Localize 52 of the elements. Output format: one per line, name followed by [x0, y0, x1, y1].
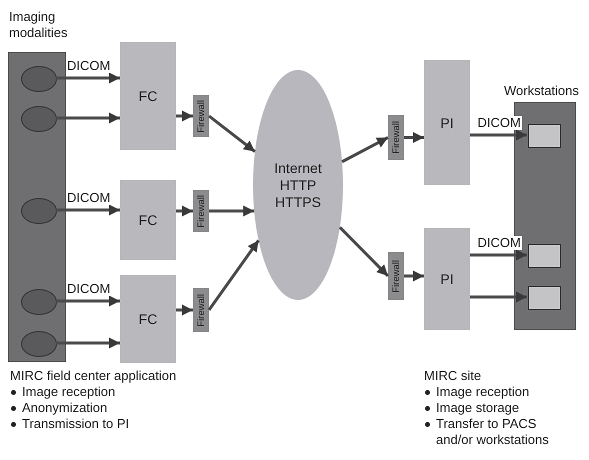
firewall-box: Firewall [388, 252, 404, 300]
arrow [404, 270, 424, 282]
panel-heading: Imaging modalities [9, 9, 69, 41]
arrow [56, 112, 120, 124]
server-box: PI [424, 60, 470, 185]
field-center-box: FC [120, 180, 176, 260]
arrow [176, 110, 193, 122]
note-heading: MIRC field center application [10, 368, 176, 384]
firewall-box: Firewall [388, 115, 404, 160]
firewall-box: Firewall [193, 95, 209, 137]
workstation-screen [528, 124, 561, 148]
workstation-screen [528, 244, 561, 268]
arrow [341, 136, 389, 164]
bullet-text: Transfer to PACS and/or workstations [436, 416, 549, 447]
arrow [56, 296, 120, 306]
arrow [470, 130, 527, 140]
arrow [208, 240, 260, 311]
arrow [470, 250, 527, 260]
bullet-text: Anonymization [22, 400, 108, 415]
note-heading: MIRC site [424, 368, 482, 384]
device-oval [21, 289, 57, 315]
panel-heading: Workstations [504, 83, 580, 99]
device-oval [21, 198, 57, 224]
arrow [56, 204, 120, 216]
arrow [56, 338, 120, 348]
arrow [176, 206, 193, 216]
bullet-text: Image reception [22, 384, 116, 399]
edge-label: DICOM [66, 59, 112, 73]
arrow [208, 114, 256, 153]
edge-label: DICOM [66, 191, 112, 205]
bullet-text: Transmission to PI [22, 416, 130, 431]
firewall-box: Firewall [193, 288, 209, 332]
device-oval [21, 66, 57, 92]
arrow [404, 132, 424, 143]
edge-label: DICOM [66, 282, 112, 296]
arrow [56, 72, 120, 84]
workstation-screen [528, 286, 561, 310]
arrow [176, 304, 193, 316]
server-box: PI [424, 228, 470, 330]
bullet-text: Image storage [436, 400, 520, 415]
internet-ellipse: Internet HTTP HTTPS [253, 70, 343, 300]
firewall-box: Firewall [193, 190, 209, 232]
field-center-box: FC [120, 42, 176, 150]
arrow [470, 292, 527, 302]
edge-label: DICOM [476, 116, 522, 130]
arrow [338, 226, 390, 278]
device-oval [21, 331, 57, 357]
device-oval [21, 106, 57, 132]
field-center-box: FC [120, 275, 176, 363]
bullet-text: Image reception [436, 384, 530, 399]
edge-label: DICOM [476, 236, 522, 250]
arrow [209, 206, 254, 216]
